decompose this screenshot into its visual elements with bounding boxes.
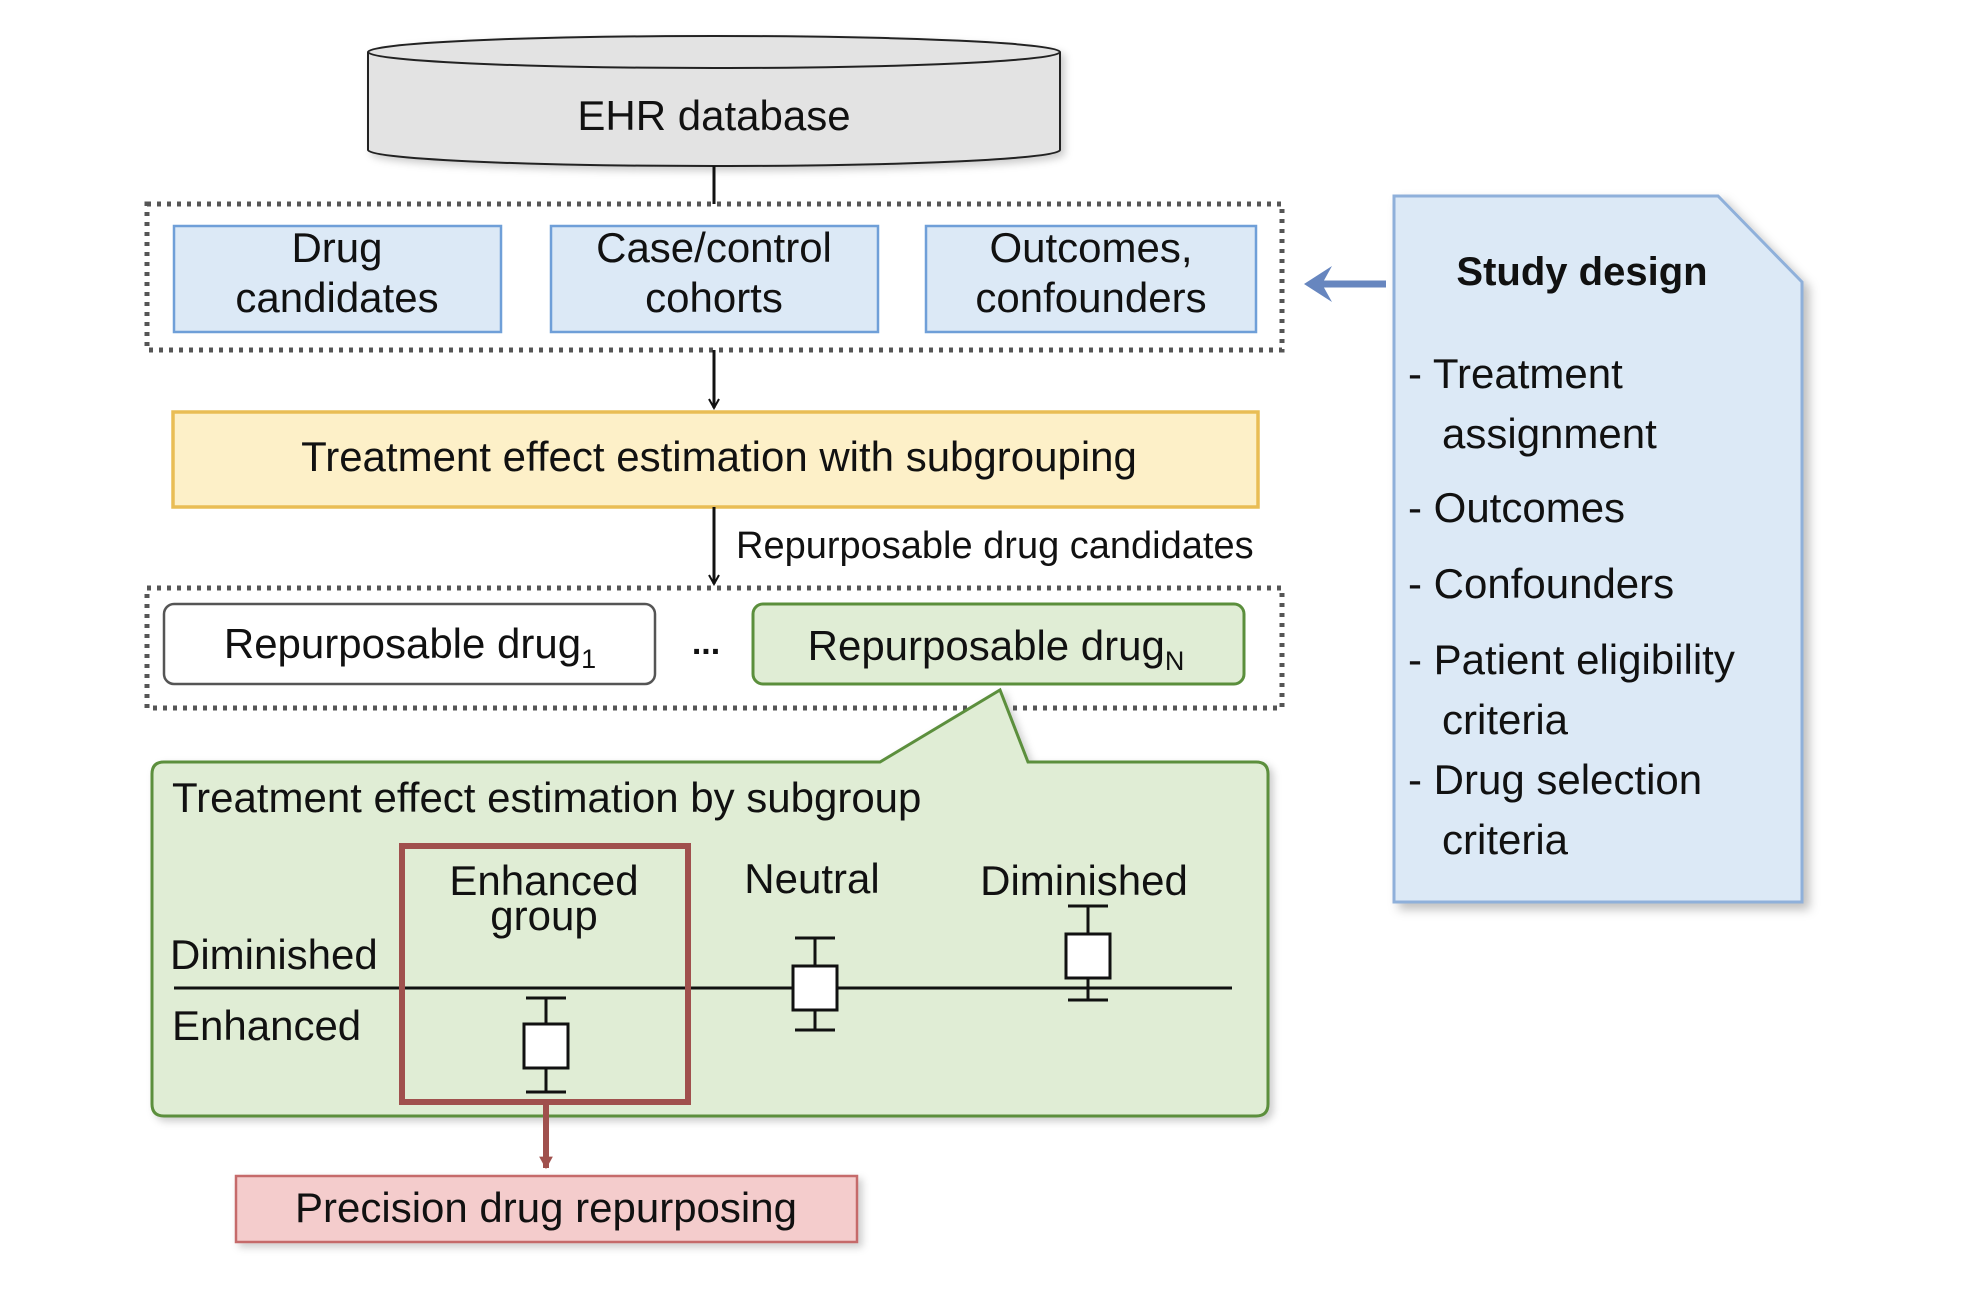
input-outcomes-line1: Outcomes, — [989, 224, 1192, 271]
repurposable-drug-n: Repurposable drugN — [751, 602, 1246, 686]
arrow-study-design-to-inputs — [1304, 266, 1386, 302]
subgroup-panel-title: Treatment effect estimation by subgroup — [172, 774, 921, 821]
subgroup-panel — [150, 687, 1270, 1118]
study-item-eligibility-line1: - Patient eligibility — [1408, 636, 1735, 683]
effect-marker-enhanced — [522, 996, 570, 1094]
repurposable-drug-1: Repurposable drug1 — [162, 602, 657, 686]
effect-marker-neutral — [791, 936, 839, 1032]
output-box — [234, 1174, 859, 1244]
group-label-enhanced-line1: Enhanced — [449, 857, 638, 904]
study-item-drug-selection-line2: criteria — [1442, 816, 1569, 863]
study-item-outcomes: - Outcomes — [1408, 484, 1625, 531]
study-item-confounders: - Confounders — [1408, 560, 1674, 607]
repurposable-drug-1-label: Repurposable drug1 — [224, 620, 596, 674]
repurposable-drug-n-subscript: N — [1165, 646, 1185, 676]
drugs-ellipsis: ... — [692, 624, 720, 662]
effect-marker-diminished — [1064, 904, 1112, 1002]
input-drug-candidates: Drug candidates — [172, 224, 503, 334]
input-drug-candidates-line2: candidates — [235, 274, 438, 321]
group-label-diminished: Diminished — [980, 857, 1188, 904]
study-item-drug-selection-line1: - Drug selection — [1408, 756, 1702, 803]
study-item-eligibility-line2: criteria — [1442, 696, 1569, 743]
axis-label-enhanced: Enhanced — [172, 1002, 361, 1049]
repurposable-drug-1-base: Repurposable drug — [224, 620, 581, 667]
estimation-label: Treatment effect estimation with subgrou… — [301, 433, 1137, 480]
study-design-title: Study design — [1456, 250, 1707, 294]
output-label: Precision drug repurposing — [295, 1184, 797, 1231]
input-outcomes-confounders: Outcomes, confounders — [924, 224, 1258, 334]
repurposable-drug-1-subscript: 1 — [581, 644, 596, 674]
input-case-control-line1: Case/control — [596, 224, 832, 271]
input-case-control-line2: cohorts — [645, 274, 783, 321]
axis-label-diminished: Diminished — [170, 931, 378, 978]
repurposable-drug-n-base: Repurposable drug — [808, 622, 1165, 669]
group-label-enhanced-line2: group — [490, 892, 597, 939]
ehr-database — [367, 35, 1061, 167]
edge-label-repurposable-candidates: Repurposable drug candidates — [736, 525, 1254, 567]
study-item-treatment-line2: assignment — [1442, 410, 1657, 457]
group-label-neutral: Neutral — [744, 855, 879, 902]
input-drug-candidates-line1: Drug — [291, 224, 382, 271]
drugs-group-border — [144, 585, 1285, 711]
repurposable-drug-n-label: Repurposable drugN — [808, 622, 1185, 676]
study-item-treatment-line1: - Treatment — [1408, 350, 1623, 397]
ehr-database-label: EHR database — [577, 92, 850, 139]
input-case-control-cohorts: Case/control cohorts — [549, 224, 880, 334]
study-design-document — [1392, 194, 1804, 904]
input-outcomes-line2: confounders — [975, 274, 1206, 321]
